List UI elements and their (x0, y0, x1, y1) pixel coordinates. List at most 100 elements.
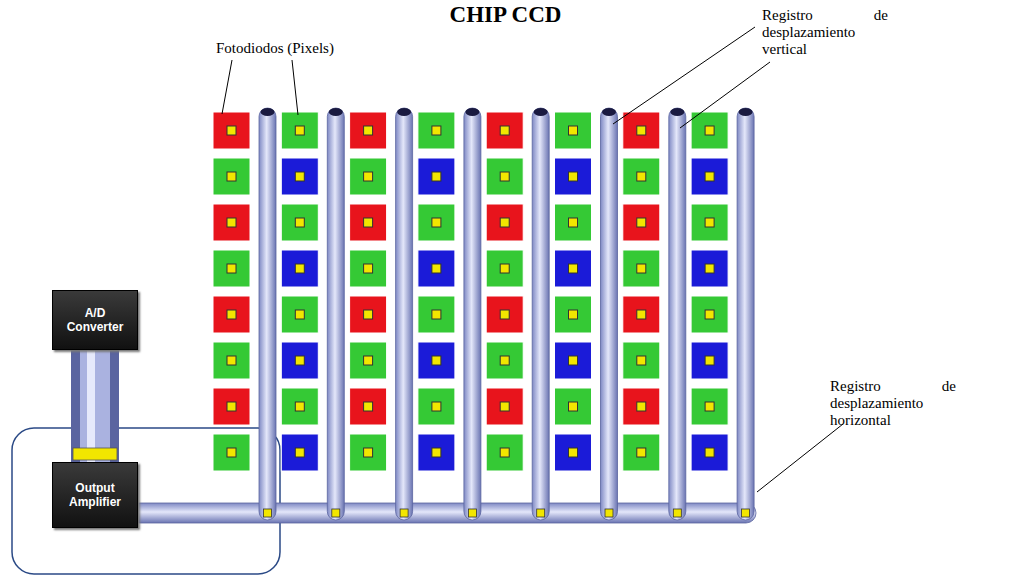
vertical-register (737, 108, 754, 520)
photodiode (213, 342, 250, 379)
vertical-register (464, 108, 481, 520)
pixel-well (432, 402, 441, 411)
photodiode (486, 296, 523, 333)
photodiode (281, 204, 318, 241)
photodiode (281, 112, 318, 149)
photodiode (350, 342, 387, 379)
pixel-well (637, 310, 646, 319)
register-end (329, 108, 343, 116)
photodiode (555, 296, 592, 333)
photodiode (486, 250, 523, 287)
pixel-well (637, 356, 646, 365)
pixel-well (295, 126, 304, 135)
transfer-gate (264, 509, 272, 517)
photodiode (623, 250, 660, 287)
photodiode (418, 388, 455, 425)
pixel-well (637, 126, 646, 135)
connector-highlight (80, 350, 110, 462)
photodiode (623, 342, 660, 379)
pixel-well (637, 448, 646, 457)
pixel-well (500, 310, 509, 319)
pixel-well (705, 402, 714, 411)
photodiode (418, 342, 455, 379)
pixel-well (500, 448, 509, 457)
pixel-well (705, 356, 714, 365)
pixel-well (637, 402, 646, 411)
signal-connector (73, 350, 117, 462)
pixel-well (295, 218, 304, 227)
photodiode (418, 250, 455, 287)
photodiode (213, 158, 250, 195)
box-text: A/D Converter (62, 306, 128, 334)
vertical-register (601, 108, 618, 520)
pixel-well (295, 172, 304, 181)
photodiode (350, 204, 387, 241)
photodiode (350, 388, 387, 425)
pixel-well (364, 126, 373, 135)
pixel-well (500, 264, 509, 273)
vertical-register (532, 108, 549, 520)
transfer-gate (742, 509, 750, 517)
pixel-well (227, 218, 236, 227)
connector-shine (87, 350, 95, 462)
pixel-well (569, 218, 578, 227)
pixel-well (705, 264, 714, 273)
register-end (534, 108, 548, 116)
photodiode (418, 434, 455, 471)
photodiode (213, 204, 250, 241)
photodiode (418, 296, 455, 333)
photodiode (281, 342, 318, 379)
register-end (670, 108, 684, 116)
pixel-well (432, 264, 441, 273)
vertical-registers (259, 108, 754, 520)
photodiode (623, 434, 660, 471)
photodiode (350, 158, 387, 195)
pixel-well (227, 172, 236, 181)
vertical-register (396, 108, 413, 520)
photodiode (555, 434, 592, 471)
pixel-well (432, 356, 441, 365)
pixel-well (705, 218, 714, 227)
pixel-well (637, 218, 646, 227)
pixel-well (364, 264, 373, 273)
photodiode (555, 204, 592, 241)
register-end (739, 108, 753, 116)
photodiode (213, 250, 250, 287)
photodiode (350, 434, 387, 471)
photodiode (213, 434, 250, 471)
leader-lines (222, 27, 843, 492)
photodiode (623, 204, 660, 241)
vertical-register (259, 108, 276, 520)
pixel-well (295, 448, 304, 457)
pixel-well (500, 126, 509, 135)
photodiode (555, 158, 592, 195)
photodiode (486, 112, 523, 149)
pixel-well (500, 356, 509, 365)
pixel-well (637, 172, 646, 181)
connector-band (73, 448, 117, 460)
register-end (397, 108, 411, 116)
photodiode (555, 342, 592, 379)
photodiode (418, 204, 455, 241)
pixel-well (364, 356, 373, 365)
register-end (261, 108, 275, 116)
photodiode (691, 204, 728, 241)
pixel-well (227, 310, 236, 319)
pixel-well (295, 356, 304, 365)
photodiode (555, 112, 592, 149)
transfer-gate (332, 509, 340, 517)
pixel-well (432, 126, 441, 135)
pixel-well (705, 126, 714, 135)
pixel-well (364, 448, 373, 457)
photodiode (281, 434, 318, 471)
photodiode (691, 250, 728, 287)
photodiode (350, 296, 387, 333)
pixel-well (295, 264, 304, 273)
box-text: Output Amplifier (62, 481, 128, 509)
pixel-well (432, 172, 441, 181)
pixel-well (705, 310, 714, 319)
pixel-well (500, 172, 509, 181)
photodiode (691, 388, 728, 425)
register-end (465, 108, 479, 116)
part-label: Fotodiodos (Pixels) (216, 40, 356, 57)
